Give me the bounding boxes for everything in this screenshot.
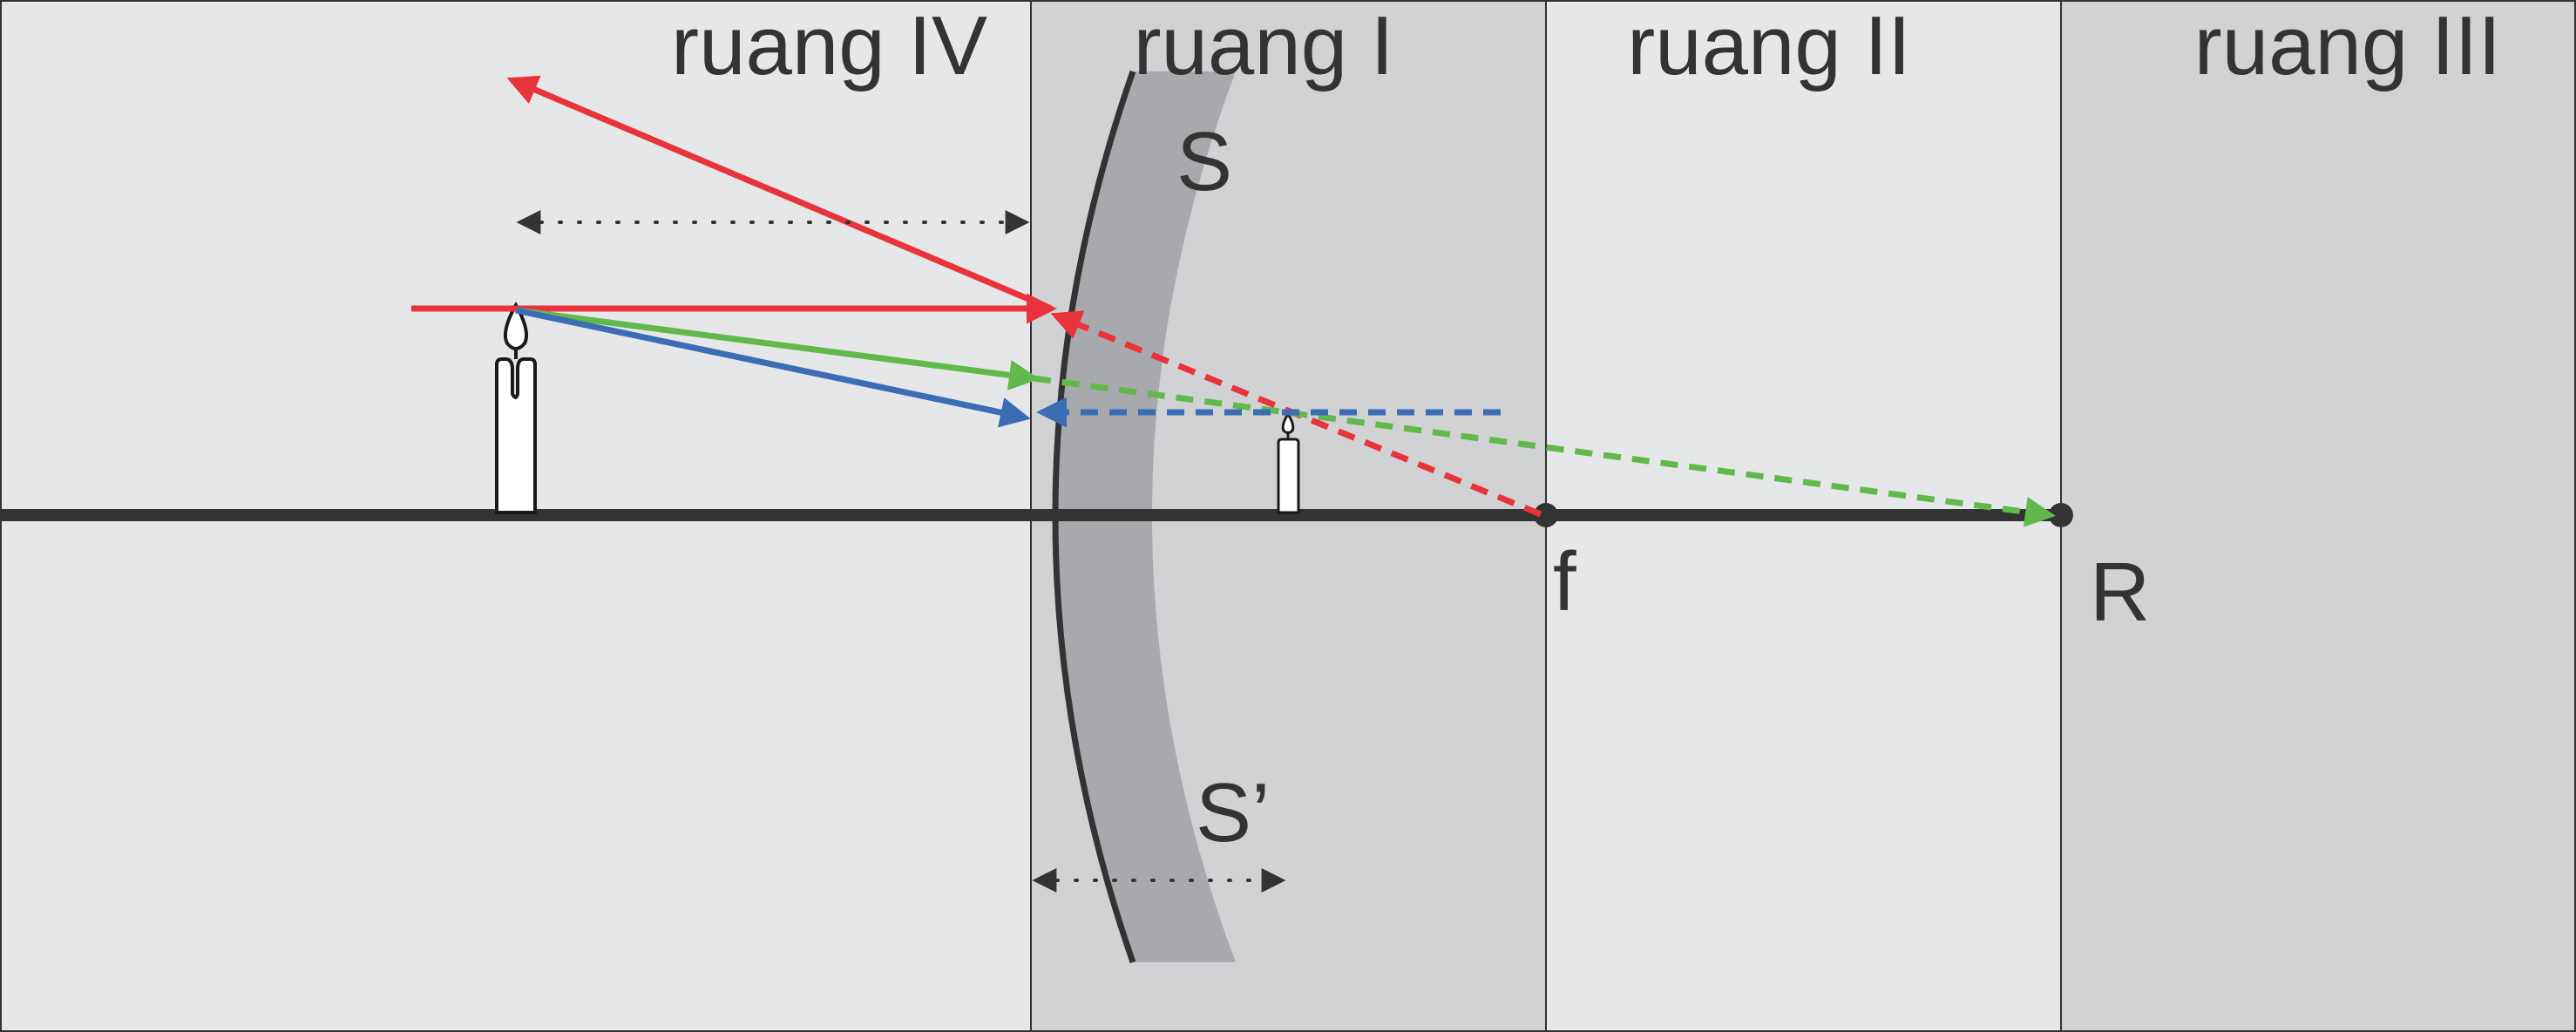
candle-icon (495, 301, 537, 514)
region-iii-panel (2061, 0, 2576, 1032)
region-iii-label: ruang III (2194, 0, 2501, 92)
center-of-curvature-marker (2049, 503, 2073, 527)
blue-incident-ray (515, 307, 1031, 428)
object-distance-label: S (1176, 115, 1232, 208)
image-distance-label: S’ (1196, 766, 1270, 859)
region-i-label: ruang I (1134, 0, 1394, 92)
small-candle-icon (1277, 411, 1300, 514)
region-iv-label: ruang IV (671, 0, 987, 92)
focal-point-label: f (1553, 535, 1576, 628)
region-ii-label: ruang II (1627, 0, 1911, 92)
green-incident-ray (515, 307, 1040, 390)
center-of-curvature-label: R (2090, 546, 2150, 639)
focal-point-marker (1534, 503, 1558, 527)
red-reflected-ray (506, 75, 1053, 312)
